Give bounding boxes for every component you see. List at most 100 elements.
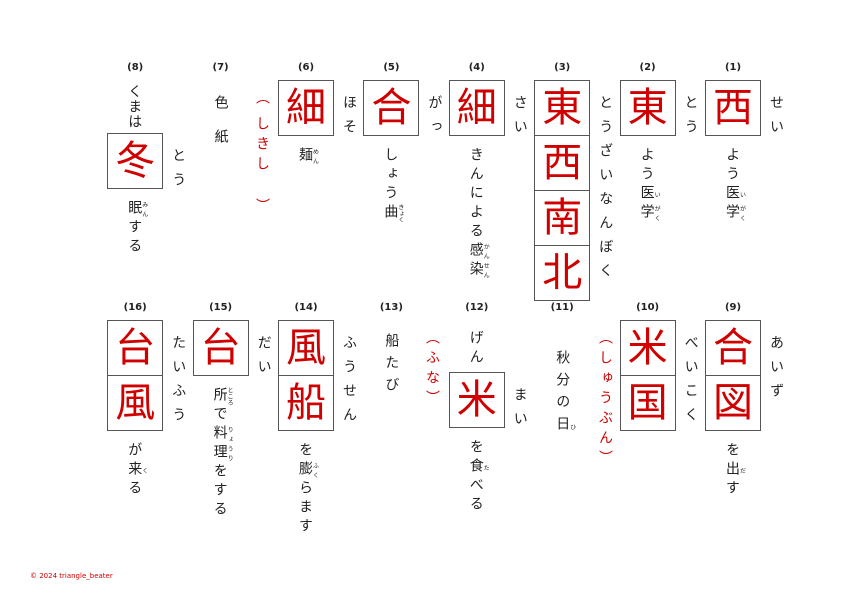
furigana: めん: [311, 147, 319, 166]
furigana: い: [738, 185, 746, 204]
reading-text: せい: [768, 95, 784, 143]
word-text: 料理: [211, 425, 228, 463]
kanji-box: 米: [448, 372, 505, 428]
open-paren-icon: （: [597, 330, 613, 350]
kanji-cell: 北: [535, 245, 590, 300]
kanji-cell: 風: [286, 325, 326, 371]
text-segment: よう: [638, 147, 655, 185]
reading-text: とうざいなんぼく: [597, 95, 614, 287]
kanji-box: 細: [278, 80, 334, 136]
word-text: 曲: [382, 204, 399, 223]
word-text: 来: [126, 461, 143, 480]
text-segment: す: [724, 480, 740, 499]
problem-number: (4): [468, 62, 485, 73]
furigana-word: 医い: [724, 185, 746, 204]
word-text: 膨: [297, 461, 313, 480]
furigana-word: 染せん: [468, 261, 490, 280]
kanji-cell: 国: [620, 375, 675, 430]
problem-number: (5): [383, 62, 400, 73]
word-text: 日: [554, 416, 571, 438]
text-segment: を: [467, 439, 484, 458]
kanji-cell: 冬: [115, 138, 156, 184]
sentence-text: を食たべる: [467, 439, 490, 515]
sentence-text: よう医い学がく: [638, 147, 661, 223]
above-text: くまは: [126, 84, 143, 129]
word-text: 出: [724, 461, 740, 480]
word-text: 医: [638, 185, 655, 204]
kanji-box: 東: [619, 80, 676, 136]
furigana-word: 料理りょうり: [211, 425, 234, 463]
furigana: りょうり: [226, 425, 234, 463]
problem-number: (16): [123, 302, 147, 313]
word-text: 所: [211, 387, 228, 406]
word-text: 学: [638, 204, 655, 223]
sentence-text: きんによる感かん染せん: [467, 147, 490, 280]
text-segment: で: [211, 406, 228, 425]
problem-number: (2): [639, 62, 656, 73]
word-text: 船たび: [383, 333, 399, 399]
kanji-cell: 細: [286, 85, 326, 131]
kanji-box: 台: [192, 320, 249, 376]
word-text: 食: [467, 458, 484, 477]
reading-text: ほそ: [341, 95, 357, 143]
sentence-text: 所ところで料理りょうりをする: [211, 387, 234, 520]
text-segment: る: [126, 480, 143, 499]
text-segment: する: [126, 219, 143, 257]
furigana: きょく: [396, 204, 404, 223]
reading-text: べいこく: [682, 335, 699, 431]
reading-text: さい: [511, 95, 528, 143]
kanji-cell: 台: [200, 325, 241, 371]
answer-text: （ふな）: [424, 330, 440, 410]
furigana-word: 膨ふく: [297, 461, 319, 480]
furigana: がく: [653, 204, 661, 223]
kanji-cell: 合: [713, 325, 753, 371]
kanji-cell: 西: [713, 85, 753, 131]
problem-number: (10): [636, 302, 660, 313]
reading-text: たいふう: [170, 335, 187, 431]
kanji-cell: 細: [456, 85, 497, 131]
furigana: た: [482, 458, 490, 477]
problem-number: (13): [379, 302, 403, 313]
text-segment: よう: [724, 147, 740, 185]
reading-text: とう: [170, 148, 187, 196]
kanji-cell: 合: [371, 85, 412, 131]
text-segment: を: [724, 442, 740, 461]
problem-number: (8): [127, 62, 144, 73]
kanji-box: 冬: [107, 133, 164, 189]
kanji-cell: 船: [279, 375, 333, 430]
word-text: 麺: [297, 147, 313, 166]
sentence-text: を膨ふくらます: [297, 442, 319, 537]
furigana-word: 眠みん: [126, 200, 148, 219]
kanji-box: 米国: [619, 320, 676, 431]
kanji-box: 東西南北: [534, 80, 591, 301]
kanji-box: 風船: [278, 320, 334, 431]
answer-text: （しゅうぶん）: [597, 330, 613, 470]
furigana-word: 学がく: [724, 204, 746, 223]
word-text: 眠: [126, 200, 143, 219]
kanji-cell: 台: [115, 325, 156, 371]
close-paren-icon: ）: [597, 450, 613, 470]
furigana-word: 医い: [638, 185, 661, 204]
problem-number: (9): [724, 302, 742, 313]
open-paren-icon: （: [254, 90, 270, 110]
text-segment: べる: [467, 477, 484, 515]
reading-text: とう: [682, 95, 699, 143]
problem-number: (3): [554, 62, 571, 73]
answer-value: ふな: [424, 350, 440, 390]
furigana: かん: [482, 242, 490, 261]
problem-number: (14): [294, 302, 318, 313]
word-text: 秋分の日ひ: [554, 350, 576, 438]
kanji-cell: 東: [542, 85, 583, 131]
furigana: ふく: [311, 461, 319, 480]
word-text: 色紙: [213, 95, 229, 163]
furigana: せん: [482, 261, 490, 280]
text-segment: 秋分の: [554, 350, 571, 416]
problem-number: (12): [465, 302, 489, 313]
sentence-text: しょう曲きょく: [382, 147, 404, 223]
kanji-cell: 西: [535, 135, 590, 190]
furigana-word: 出だ: [724, 461, 746, 480]
sentence-text: 眠みんする: [126, 200, 148, 257]
text-segment: きんによる: [467, 147, 484, 242]
kanji-box: 細: [448, 80, 505, 136]
above-text: げん: [467, 330, 484, 368]
